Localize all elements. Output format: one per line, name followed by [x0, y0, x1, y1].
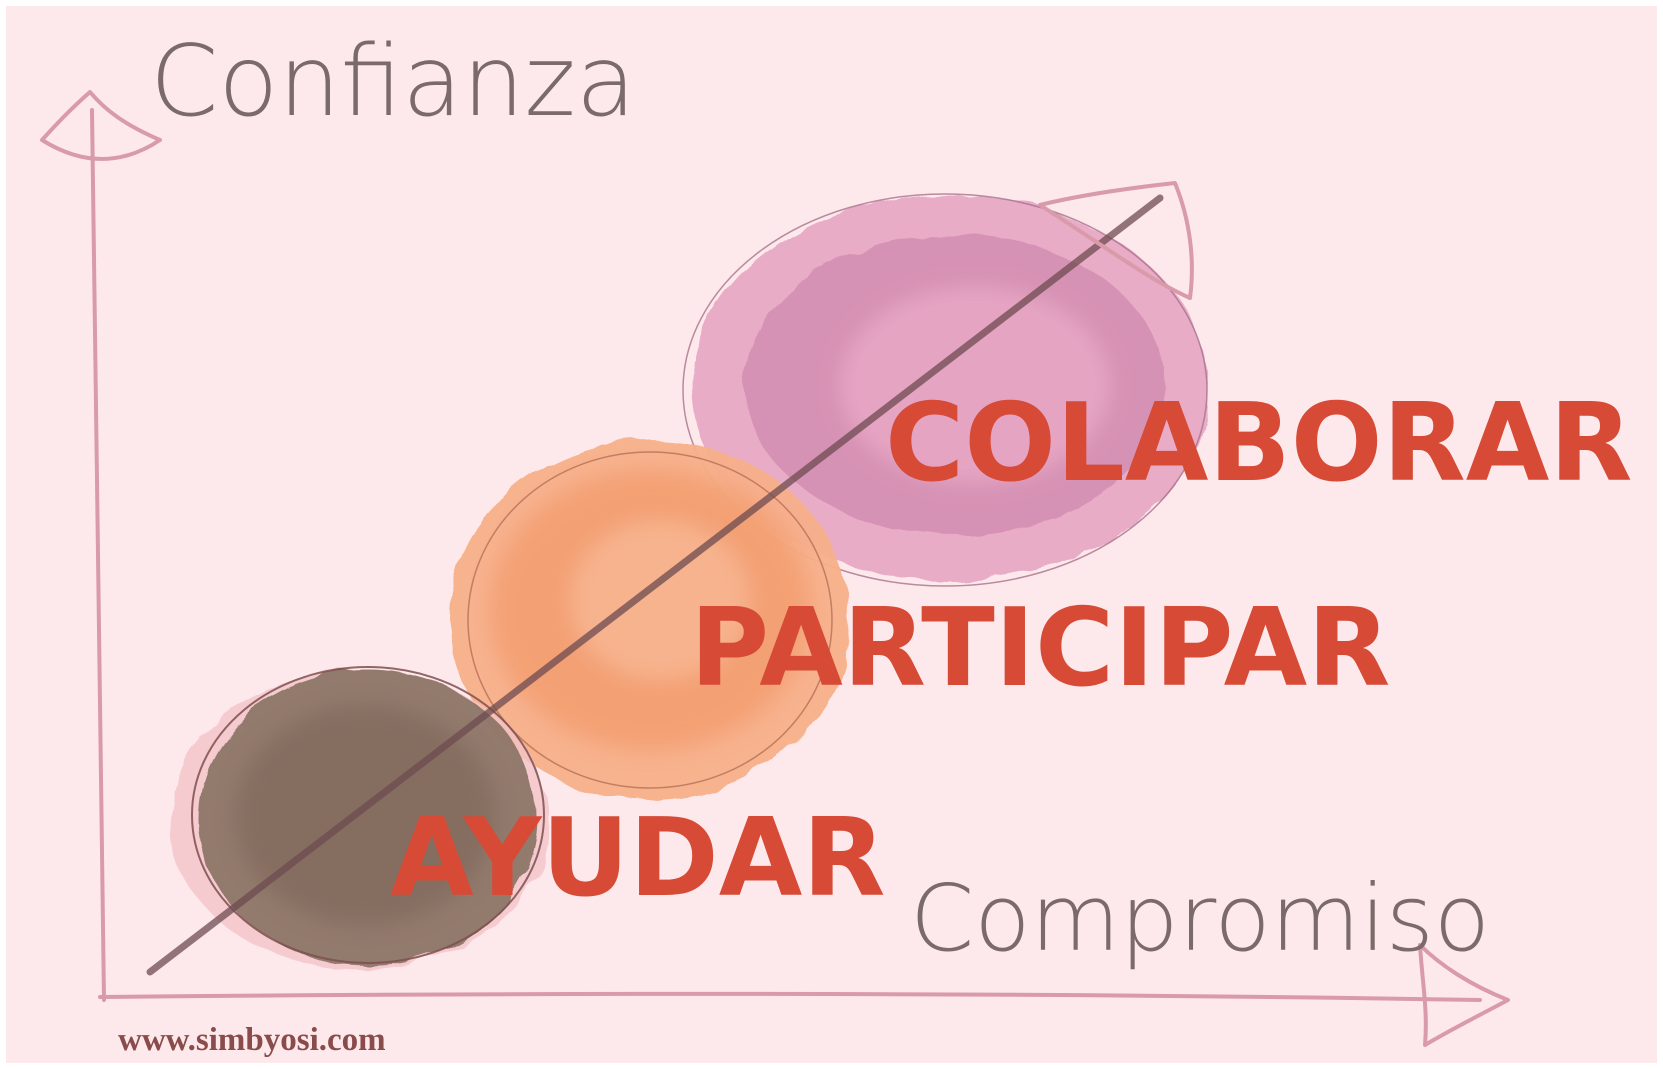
stage-label-ayudar: AYUDAR: [390, 796, 886, 921]
stage-label-participar: PARTICIPAR: [690, 586, 1390, 711]
trend-arrow: [146, 181, 1194, 976]
stage-label-colaborar: COLABORAR: [885, 381, 1633, 506]
y-axis-label: Confianza: [150, 25, 636, 139]
y-axis-arrowhead-icon: [40, 90, 162, 161]
x-axis: [98, 943, 1510, 1047]
stage-blob-participar: [450, 440, 850, 800]
footer-url: www.simbyosi.com: [118, 1022, 386, 1058]
stage-blob-colaborar: [682, 193, 1208, 587]
x-axis-arrowhead-icon: [1418, 943, 1510, 1047]
trend-arrowhead-icon: [1038, 181, 1194, 300]
x-axis-label: Compromiso: [910, 865, 1490, 972]
y-axis: [40, 90, 162, 1002]
